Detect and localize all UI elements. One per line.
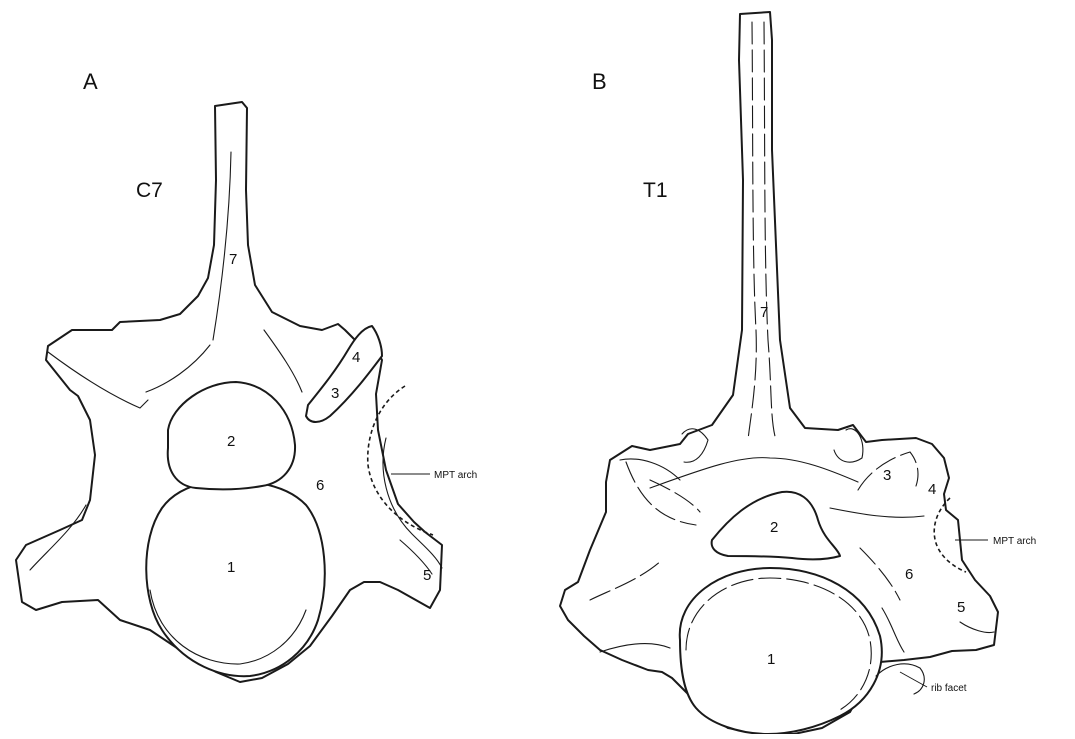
t1-label-2: 2 — [770, 519, 778, 536]
t1-label-1: 1 — [767, 651, 775, 668]
c7-label-3: 3 — [331, 385, 339, 402]
c7-label-5: 5 — [423, 567, 431, 584]
panel-a-letter: A — [83, 69, 98, 94]
c7-label-4: 4 — [352, 349, 360, 366]
t1-label-7: 7 — [760, 304, 768, 321]
t1-mpt-label: MPT arch — [993, 536, 1036, 547]
panel-b: B T1 MPT arch — [560, 12, 1036, 734]
t1-rib-facet — [876, 664, 924, 694]
t1-label-3: 3 — [883, 467, 891, 484]
t1-label-4: 4 — [928, 481, 936, 498]
panel-b-letter: B — [592, 69, 607, 94]
t1-label-5: 5 — [957, 599, 965, 616]
c7-label-6: 6 — [316, 477, 324, 494]
c7-label-2: 2 — [227, 433, 235, 450]
c7-centrum — [146, 481, 325, 676]
c7-label-1: 1 — [227, 559, 235, 576]
panel-a-vertebra-label: C7 — [136, 179, 163, 202]
t1-rib-facet-label: rib facet — [931, 683, 967, 694]
panel-a: A C7 MPT arch 1 2 3 4 5 6 7 — [16, 69, 477, 682]
c7-label-7: 7 — [229, 251, 237, 268]
t1-label-6: 6 — [905, 566, 913, 583]
c7-mpt-label: MPT arch — [434, 470, 477, 481]
panel-b-vertebra-label: T1 — [643, 179, 668, 202]
t1-centrum — [680, 568, 882, 734]
